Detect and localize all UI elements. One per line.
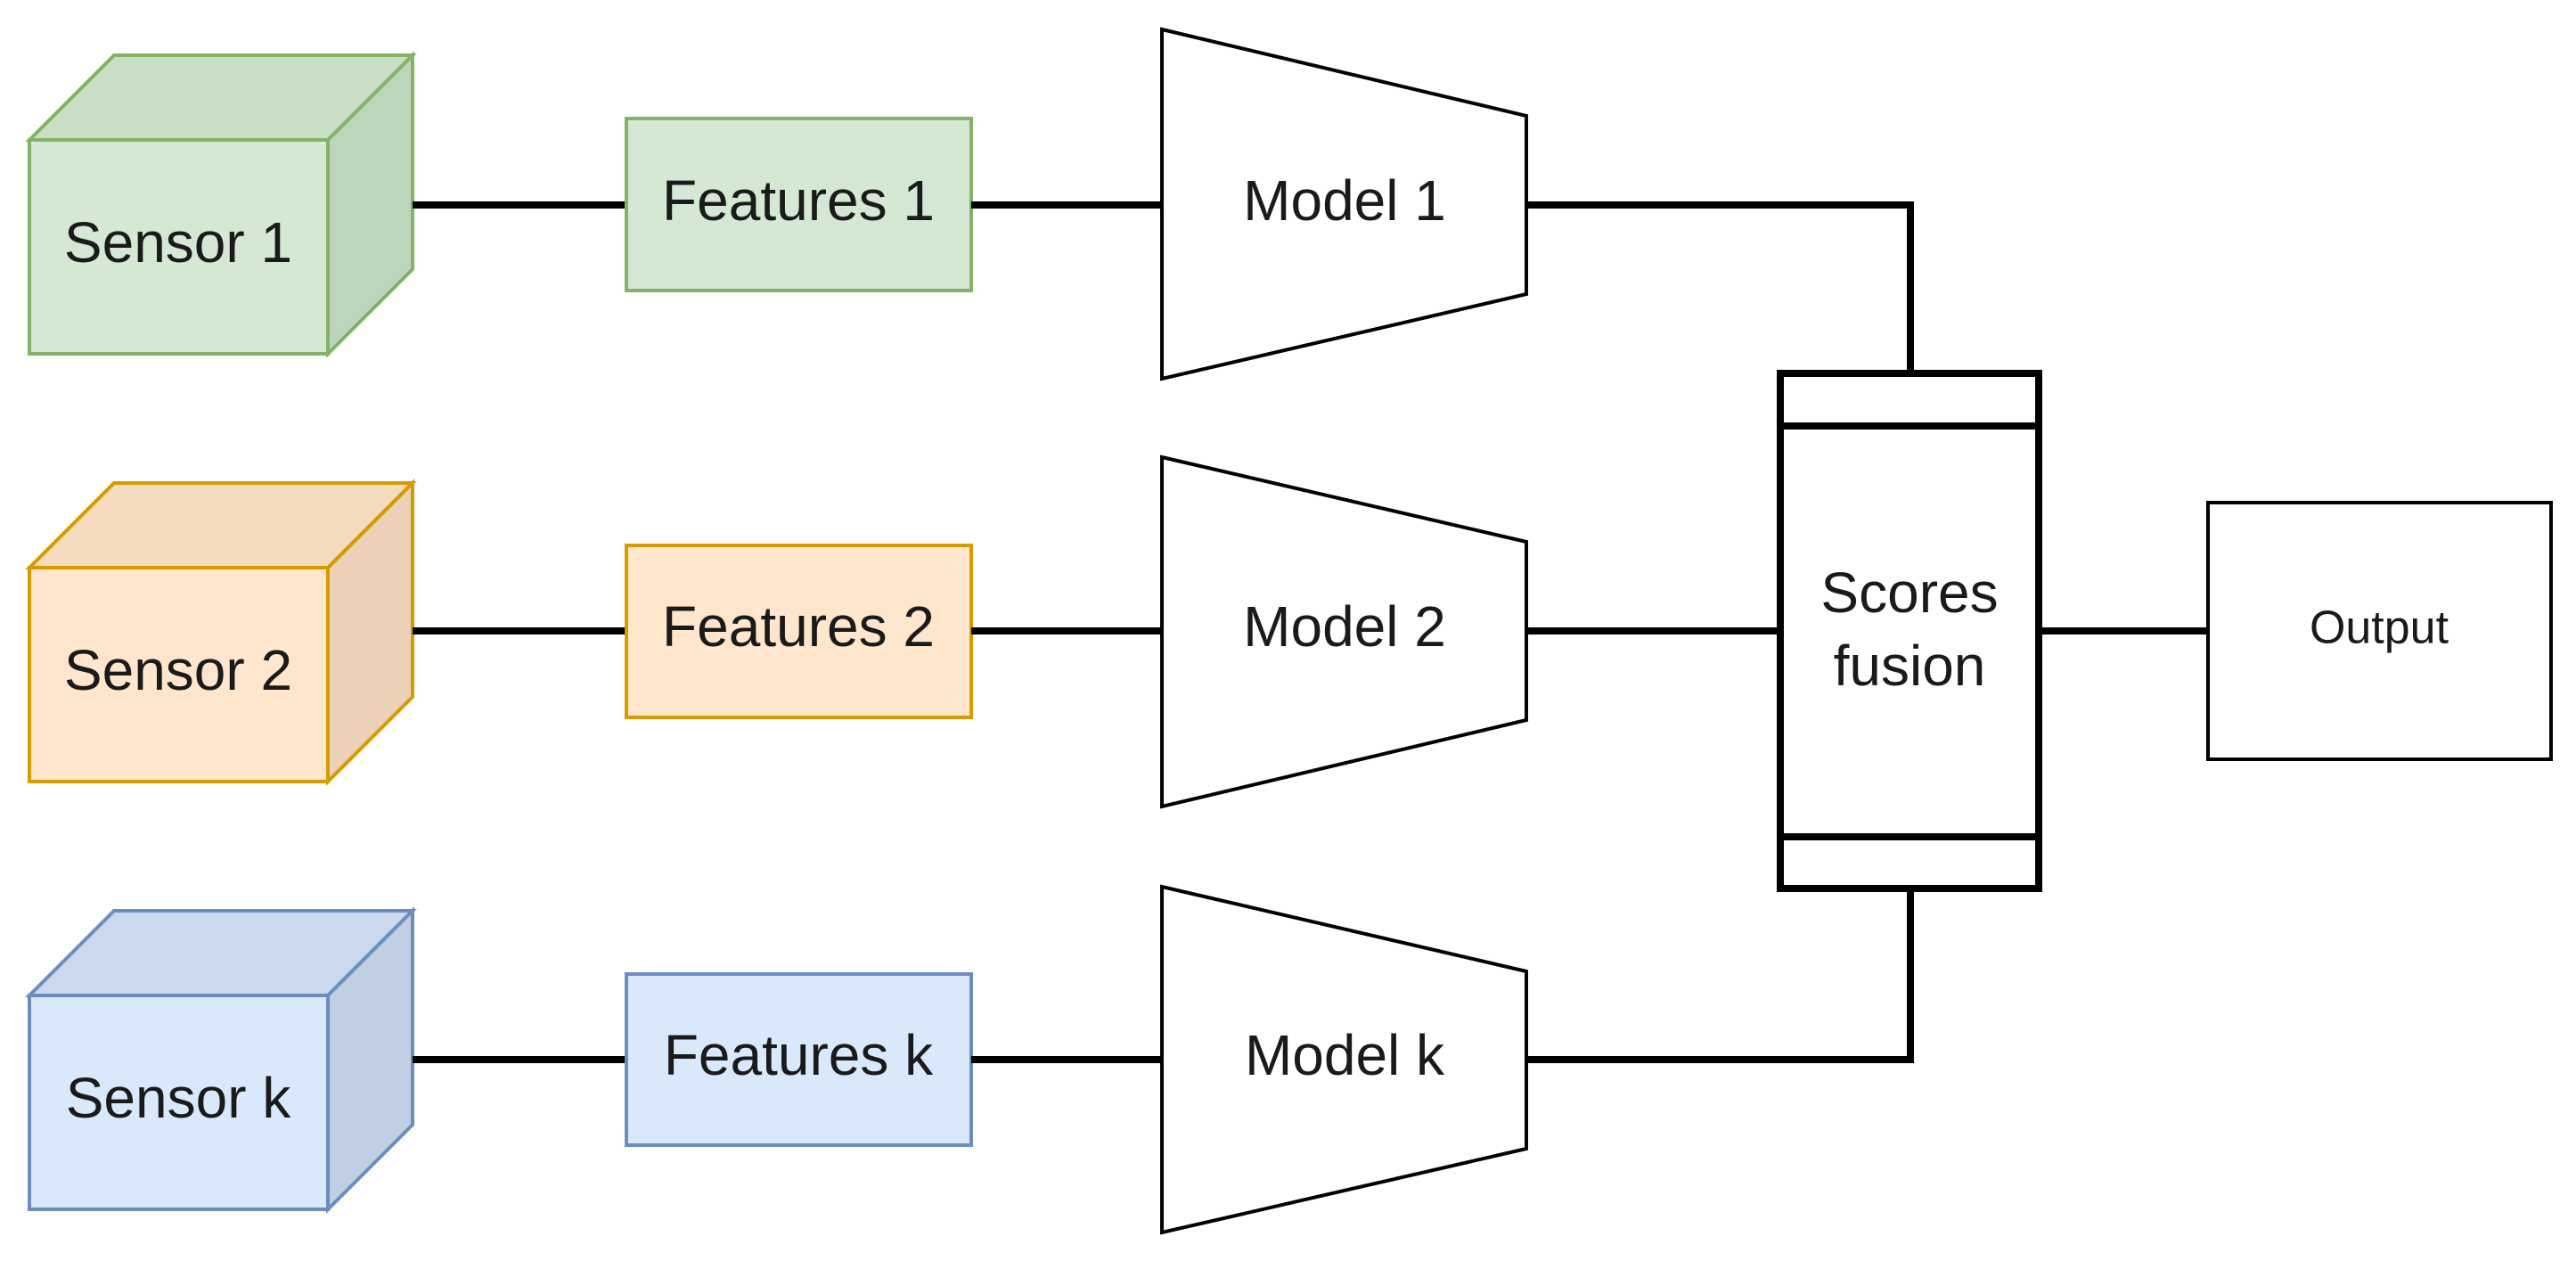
features-1-box: Features 1 [625,117,973,292]
features-1-label: Features 1 [662,168,935,233]
sensor-2-cube: Sensor 2 [25,479,417,786]
model-1-trapezoid: Model 1 [1160,27,1528,381]
sensor-1-cube-front [28,138,330,356]
model-k-shape [1160,884,1528,1235]
output-label: Output [2310,602,2449,654]
row-k: Sensor k Features k Model k [25,884,1914,1235]
scores-fusion-label-line-2: fusion [1834,634,1986,698]
model-2-shape [1160,454,1528,809]
arrow-model-k-to-fusion [1526,890,1914,1063]
row-2: Sensor 2 Features 2 Model 2 [25,454,1779,809]
model-2-trapezoid: Model 2 [1160,454,1528,809]
sensor-1-label: Sensor 1 [64,210,292,274]
scores-fusion-block: Scores fusion [1777,370,2042,892]
model-k-label: Model k [1245,1023,1445,1087]
model-1-shape [1160,27,1528,381]
model-2-label: Model 2 [1243,594,1446,659]
sensor-k-cube-front [28,994,330,1211]
sensor-k-label: Sensor k [66,1066,292,1130]
features-2-label: Features 2 [662,594,935,659]
features-2-rect [625,544,973,719]
sensor-k-cube: Sensor k [25,906,417,1214]
output-block: Output [2206,501,2553,761]
model-1-label: Model 1 [1243,168,1446,233]
sensor-1-cube: Sensor 1 [25,51,417,358]
row-1: Sensor 1 Features 1 Model 1 [25,27,1914,381]
scores-fusion-label-line-1: Scores [1820,561,1998,625]
output-rect [2206,501,2553,761]
features-2-box: Features 2 [625,544,973,719]
sensor-2-cube-front [28,566,330,783]
features-k-rect [625,972,973,1147]
model-k-trapezoid: Model k [1160,884,1528,1235]
features-k-label: Features k [664,1023,934,1087]
arrow-model-1-to-fusion [1526,201,1914,373]
sensor-2-label: Sensor 2 [64,638,292,702]
scores-fusion-rect [1777,370,2042,892]
features-k-box: Features k [625,972,973,1147]
features-1-rect [625,117,973,292]
